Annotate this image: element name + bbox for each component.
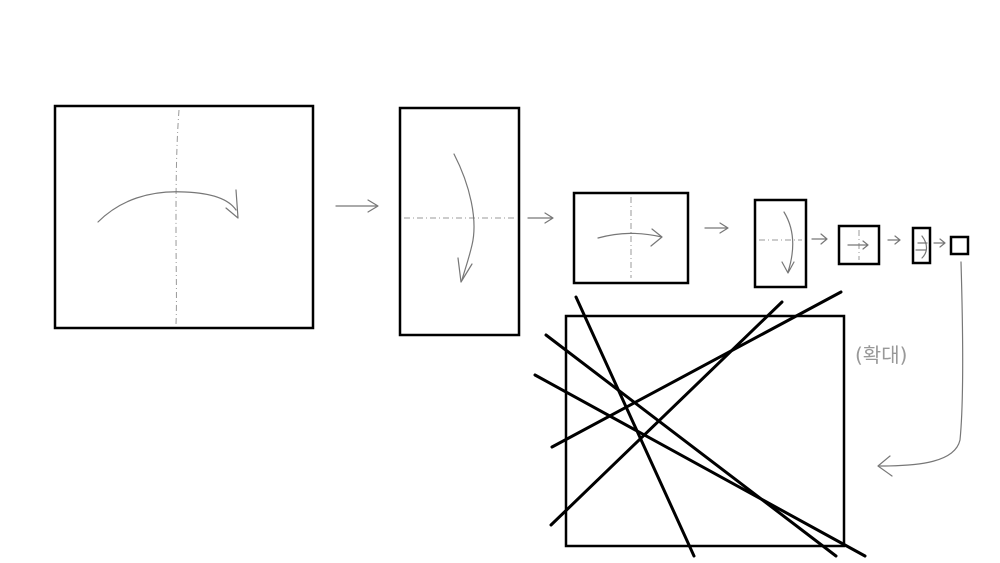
step-1-fold-line (175, 109, 180, 325)
step-2-outline (398, 106, 521, 337)
enlarge-arrowhead (877, 455, 893, 477)
crease-line-1 (574, 295, 696, 558)
step-7-square (949, 235, 970, 256)
step-1-square (53, 104, 315, 330)
step-5-fold-arrow (847, 240, 869, 250)
crease-line-4 (550, 290, 843, 449)
step-4-rectangle (753, 198, 808, 289)
connector-arrow-5 (887, 235, 901, 245)
connector-arrow-4 (811, 233, 828, 245)
enlarged-square (533, 290, 867, 558)
enlarge-label: (확대) (855, 343, 907, 367)
step-1-outline (53, 104, 315, 330)
step-2-rectangle (398, 106, 521, 337)
step-4-outline (753, 198, 808, 289)
connector-arrow-3 (704, 222, 729, 234)
step-3-rectangle (572, 191, 690, 285)
step-2-arrowhead (457, 257, 473, 283)
crease-line-5 (549, 300, 784, 527)
enlarge-arrow (879, 261, 964, 467)
connector-arrow-2 (527, 212, 554, 224)
step-6-fold-arrow (915, 235, 928, 259)
crease-line-2 (544, 333, 838, 558)
step-2-fold-arrow (453, 153, 475, 281)
step-5-square (837, 224, 881, 266)
step-7-outline (949, 235, 970, 256)
enlarged-outline (564, 314, 846, 548)
step-6-outline (911, 226, 932, 265)
crease-line-3 (533, 373, 867, 558)
step-3-outline (572, 191, 690, 285)
step-1-fold-arrow (97, 191, 237, 223)
connector-arrow-6 (933, 238, 946, 248)
connector-arrow-1 (335, 199, 379, 213)
step-3-fold-arrow (597, 228, 663, 247)
step-4-fold-arrow (781, 211, 795, 274)
step-1-arrowhead (225, 189, 239, 219)
step-5-outline (837, 224, 881, 266)
step-6-rectangle (911, 226, 932, 265)
